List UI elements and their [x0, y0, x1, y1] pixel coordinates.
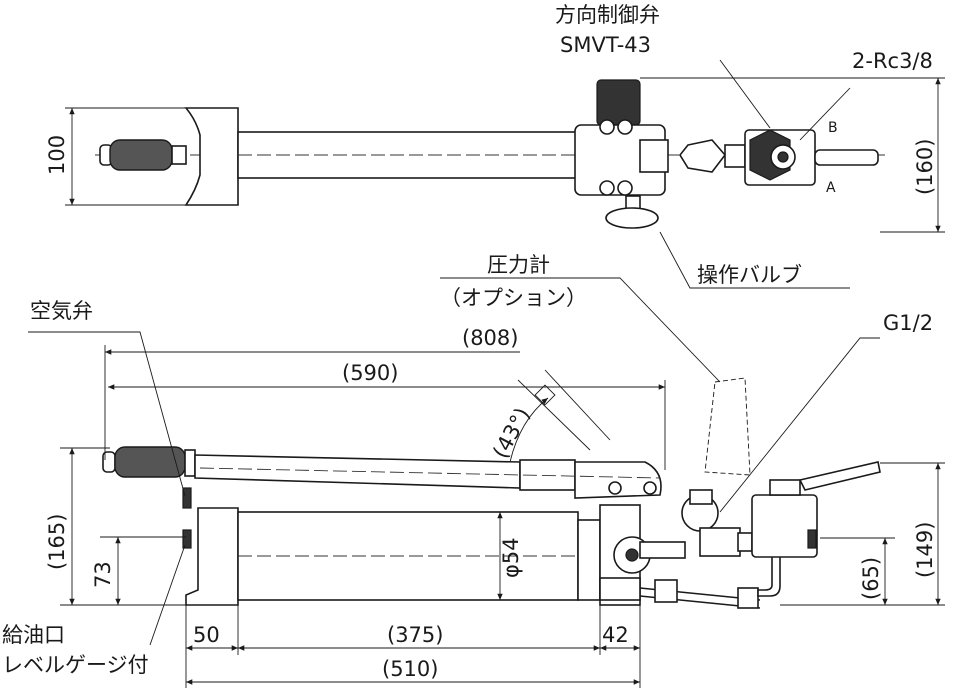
dim-angle: (43°) — [488, 404, 534, 463]
gauge-label: 圧力計 — [487, 253, 550, 277]
port-size-label: 2-Rc3/8 — [852, 49, 933, 73]
top-view: 方向制御弁 SMVT-43 2-Rc3/8 B A 100 (160) 操作バル… — [45, 3, 945, 289]
air-valve-label: 空気弁 — [30, 299, 93, 323]
dim-65: (65) — [859, 557, 883, 600]
port-a-label: A — [826, 180, 836, 196]
direction-valve-label: 方向制御弁 — [555, 3, 660, 27]
g12-port-label: G1/2 — [883, 311, 933, 335]
dim-149: (149) — [913, 522, 937, 578]
dim-lever: (590) — [342, 361, 398, 385]
port-b-label: B — [828, 120, 838, 136]
valve-lever — [814, 149, 879, 166]
oil-port-label: 給油口 — [2, 623, 65, 647]
handle-grip — [99, 139, 187, 171]
operating-valve-label: 操作バルブ — [697, 263, 802, 287]
knurled-knob — [596, 79, 641, 126]
dim-510: (510) — [382, 657, 438, 681]
side-direction-valve — [751, 494, 818, 558]
lever-bracket — [184, 107, 239, 206]
dim-height-top: (160) — [913, 139, 937, 195]
dim-50: 50 — [193, 623, 220, 647]
valve-model-label: SMVT-43 — [560, 33, 651, 57]
lever-tube — [237, 131, 577, 179]
reservoir-tube — [237, 511, 579, 601]
dim-width: 100 — [45, 135, 69, 175]
level-gauge-label: レベルゲージ付 — [2, 653, 149, 677]
dim-375: (375) — [387, 623, 443, 647]
base-foot — [185, 507, 239, 606]
dim-diameter: φ54 — [499, 537, 523, 578]
gauge-option-label: （オプション） — [440, 286, 587, 310]
side-valve-lever — [798, 461, 881, 491]
operating-valve-knob — [605, 207, 659, 229]
dim-42: 42 — [602, 623, 629, 647]
side-handle-grip — [114, 446, 186, 478]
dim-overall: (808) — [462, 326, 518, 350]
side-view: 圧力計 （オプション） G1/2 空気弁 (808) (590) (43°) (… — [2, 253, 945, 688]
dim-height-side: (165) — [45, 514, 69, 570]
dim-73: 73 — [91, 561, 115, 588]
